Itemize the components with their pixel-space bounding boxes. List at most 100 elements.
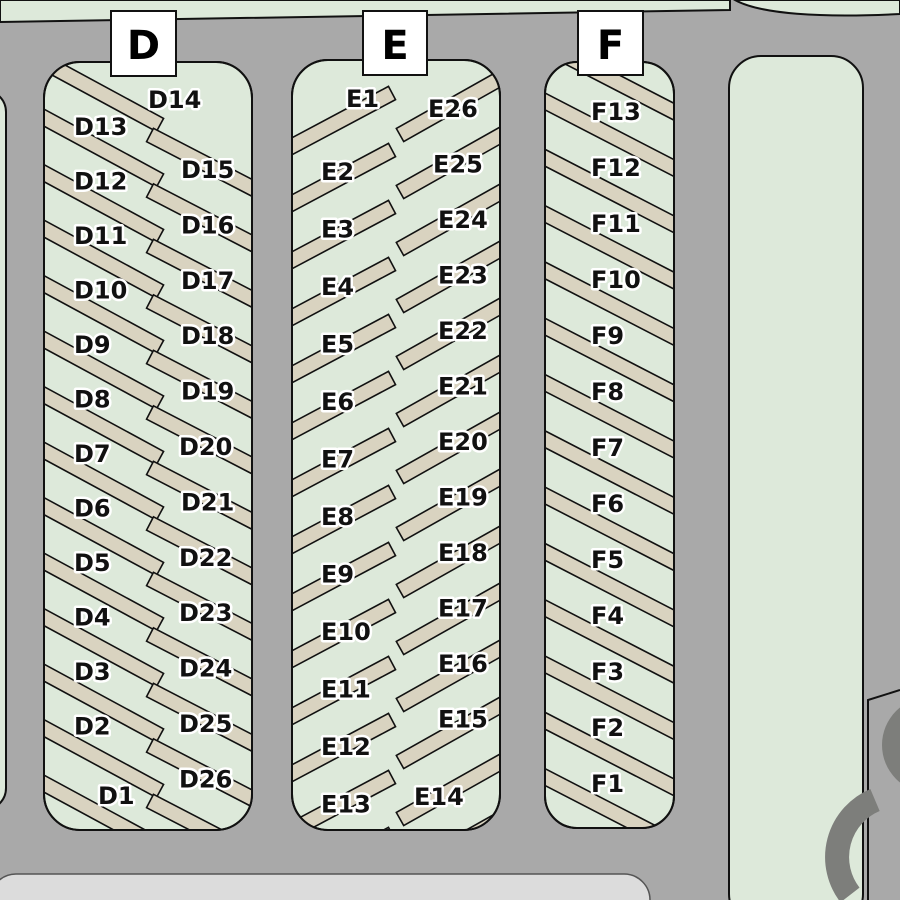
slot-label-d18[interactable]: D18 xyxy=(179,320,237,353)
stall-d-right-9 xyxy=(145,626,252,700)
slot-label-d20[interactable]: D20 xyxy=(177,431,235,464)
right-island xyxy=(728,55,864,900)
slot-label-d5[interactable]: D5 xyxy=(72,547,114,580)
slot-label-f3[interactable]: F3 xyxy=(589,656,627,689)
slot-label-f1[interactable]: F1 xyxy=(589,768,627,801)
slot-label-e14[interactable]: E14 xyxy=(412,781,467,814)
slot-label-f13[interactable]: F13 xyxy=(589,96,644,129)
slot-label-d21[interactable]: D21 xyxy=(179,486,237,519)
slot-label-d14[interactable]: D14 xyxy=(146,84,204,117)
slot-label-d10[interactable]: D10 xyxy=(72,274,130,307)
stall-d-left-5 xyxy=(44,329,165,411)
slot-label-e7[interactable]: E7 xyxy=(319,443,357,476)
stall-e-left-3 xyxy=(292,256,397,329)
slot-label-e4[interactable]: E4 xyxy=(319,271,357,304)
slot-label-d7[interactable]: D7 xyxy=(72,438,114,471)
slot-label-e8[interactable]: E8 xyxy=(319,501,357,534)
slot-label-f10[interactable]: F10 xyxy=(589,264,644,297)
stall-f-9 xyxy=(545,538,674,635)
stall-d-left-4 xyxy=(44,274,165,355)
stall-f-6 xyxy=(545,370,674,466)
stalls-e xyxy=(292,65,500,830)
slot-label-e5[interactable]: E5 xyxy=(319,328,357,361)
stall-e-right-10 xyxy=(395,635,500,713)
slot-label-e9[interactable]: E9 xyxy=(319,558,357,591)
far-right-edge xyxy=(867,689,900,900)
slot-label-f12[interactable]: F12 xyxy=(589,152,644,185)
stall-e-left-4 xyxy=(292,313,397,386)
slot-label-d9[interactable]: D9 xyxy=(72,329,114,362)
slot-label-f11[interactable]: F11 xyxy=(589,208,644,241)
slot-label-d2[interactable]: D2 xyxy=(72,710,114,743)
slot-label-d24[interactable]: D24 xyxy=(177,652,235,685)
slot-label-d6[interactable]: D6 xyxy=(72,492,114,525)
stall-d-left-12 xyxy=(44,718,165,799)
stall-e-left-12 xyxy=(292,769,397,830)
slot-label-d3[interactable]: D3 xyxy=(72,656,114,689)
bottom-island xyxy=(0,873,651,900)
slot-label-f6[interactable]: F6 xyxy=(589,488,627,521)
slot-label-e1[interactable]: E1 xyxy=(344,83,382,116)
stall-e-left-2 xyxy=(292,199,397,272)
stall-e-right-0 xyxy=(395,65,500,143)
stall-e-right-3 xyxy=(395,236,500,314)
stall-d-left-1 xyxy=(44,107,165,189)
slot-label-d11[interactable]: D11 xyxy=(72,220,130,253)
stall-d-right-3 xyxy=(145,293,252,367)
slot-label-e16[interactable]: E16 xyxy=(436,648,491,681)
slot-label-f2[interactable]: F2 xyxy=(589,712,627,745)
slot-label-d13[interactable]: D13 xyxy=(72,111,130,144)
slot-label-e22[interactable]: E22 xyxy=(436,315,491,348)
stall-f-5 xyxy=(545,313,674,410)
slot-label-e11[interactable]: E11 xyxy=(319,673,374,706)
slot-label-d26[interactable]: D26 xyxy=(177,763,235,796)
slot-label-f8[interactable]: F8 xyxy=(589,376,627,409)
slot-label-e12[interactable]: E12 xyxy=(319,731,374,764)
slot-label-f7[interactable]: F7 xyxy=(589,432,627,465)
slot-label-e20[interactable]: E20 xyxy=(436,426,491,459)
slot-label-e26[interactable]: E26 xyxy=(426,93,481,126)
slot-label-e19[interactable]: E19 xyxy=(436,481,491,514)
stall-d-left-13 xyxy=(44,773,165,830)
slot-label-e2[interactable]: E2 xyxy=(319,156,357,189)
slot-label-e18[interactable]: E18 xyxy=(436,537,491,570)
stall-d-left-8 xyxy=(44,496,165,577)
slot-label-e23[interactable]: E23 xyxy=(436,259,491,292)
slot-label-f5[interactable]: F5 xyxy=(589,544,627,577)
slot-label-d25[interactable]: D25 xyxy=(177,708,235,741)
section-sign-f: F xyxy=(577,10,644,76)
slot-label-d1[interactable]: D1 xyxy=(96,780,138,813)
slot-label-d22[interactable]: D22 xyxy=(177,541,235,574)
slot-label-e3[interactable]: E3 xyxy=(319,213,357,246)
slot-label-d16[interactable]: D16 xyxy=(179,209,237,242)
slot-label-e13[interactable]: E13 xyxy=(319,788,374,821)
slot-label-f4[interactable]: F4 xyxy=(589,600,627,633)
slot-label-d23[interactable]: D23 xyxy=(177,597,235,630)
stall-e-left-1 xyxy=(292,142,397,215)
slot-label-e17[interactable]: E17 xyxy=(436,592,491,625)
slot-label-e24[interactable]: E24 xyxy=(436,204,491,237)
left-island-edge xyxy=(0,95,7,805)
stall-e-right-8 xyxy=(395,521,500,599)
stall-e-left-8 xyxy=(292,541,397,614)
slot-label-e21[interactable]: E21 xyxy=(436,370,491,403)
slot-label-d15[interactable]: D15 xyxy=(179,154,237,187)
slot-label-e15[interactable]: E15 xyxy=(436,703,491,736)
slot-label-d12[interactable]: D12 xyxy=(72,165,130,198)
stall-d-right-0 xyxy=(145,127,252,200)
stall-e-left-11 xyxy=(292,712,397,785)
slot-label-d8[interactable]: D8 xyxy=(72,383,114,416)
slot-label-d19[interactable]: D19 xyxy=(179,375,237,408)
stall-e-left-5 xyxy=(292,370,397,443)
section-sign-e-label: E xyxy=(381,23,408,69)
slot-label-f9[interactable]: F9 xyxy=(589,320,627,353)
slot-label-e6[interactable]: E6 xyxy=(319,386,357,419)
stall-d-right-6 xyxy=(145,460,252,533)
slot-label-e25[interactable]: E25 xyxy=(431,148,486,181)
slot-label-e10[interactable]: E10 xyxy=(319,616,374,649)
slot-label-d4[interactable]: D4 xyxy=(72,601,114,634)
stall-f-1 xyxy=(545,88,674,185)
stall-e-left-0 xyxy=(292,85,397,158)
slot-label-d17[interactable]: D17 xyxy=(179,264,237,297)
